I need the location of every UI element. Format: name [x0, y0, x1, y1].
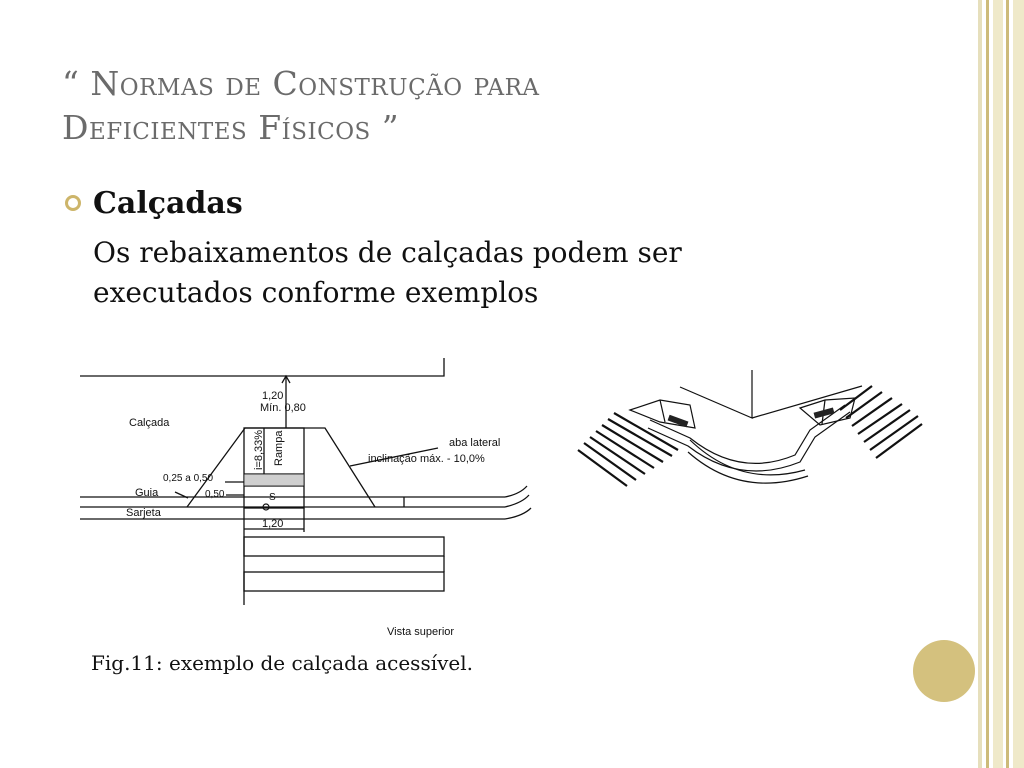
label-s: S [269, 492, 276, 503]
label-range: 0,25 a 0,50 [163, 473, 213, 484]
figure-caption: Fig.11: exemplo de calçada acessível. [91, 651, 473, 675]
ring-bullet-icon [65, 195, 81, 211]
label-dim-top: 1,20 [262, 390, 283, 402]
body-text: Os rebaixamentos de calçadas podem ser e… [93, 233, 833, 313]
label-dim-min: Mín. 0,80 [260, 402, 306, 414]
label-calcada: Calçada [129, 417, 170, 429]
gold-circle-icon [913, 640, 975, 702]
border-stripe [1006, 0, 1009, 768]
bullet-heading: Calçadas [93, 186, 243, 221]
border-stripe [978, 0, 982, 768]
label-aba-lateral: aba lateral [449, 437, 500, 449]
label-rampa: Rampa [273, 430, 285, 466]
title-line-2: Deficientes Físicos ” [62, 108, 400, 147]
label-sarjeta: Sarjeta [126, 507, 162, 519]
label-dim-050: 0,50 [205, 489, 225, 500]
border-stripe [993, 0, 1003, 768]
title-line-1: “ Normas de Construção para [62, 64, 540, 103]
label-inclinacao: inclinação máx. - 10,0% [368, 453, 485, 465]
border-stripe [1013, 0, 1024, 768]
label-guia: Guia [135, 487, 159, 499]
label-vista-superior: Vista superior [387, 626, 454, 638]
border-stripe [986, 0, 989, 768]
crosswalk-left [577, 412, 679, 487]
label-incline: i=8,33% [253, 430, 265, 470]
body-line-1: Os rebaixamentos de calçadas podem ser [93, 236, 682, 269]
body-line-2: executados conforme exemplos [93, 276, 539, 309]
isometric-corner-drawing [628, 370, 863, 484]
slide-title: “ Normas de Construção para Deficientes … [62, 62, 822, 150]
crosswalk-right [839, 385, 923, 459]
label-dim-bottom: 1,20 [262, 518, 283, 530]
